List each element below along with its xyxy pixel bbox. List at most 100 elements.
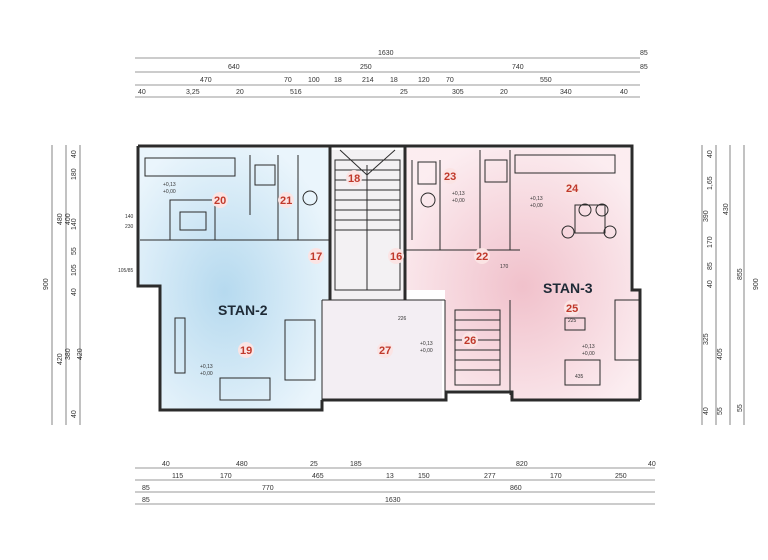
dim-top-total: 1630 [378,50,394,57]
stan-2-label: STAN-2 [218,302,268,318]
stan-2-area [138,148,330,410]
stan-2-furniture [144,157,318,401]
dim-right: 170 [707,236,714,248]
dim-top: 340 [560,89,572,96]
dim-left: 380 [65,348,72,360]
dim-right: 405 [717,348,724,360]
level-label: +0,13 [582,344,595,350]
room-21: 21 [280,195,292,207]
room-16: 16 [390,251,402,263]
level-label: +0,00 [530,203,543,209]
level-label: +0,00 [163,189,176,195]
dim-left: 420 [57,353,64,365]
dim-left: 180 [71,168,78,180]
dim-top: 470 [200,77,212,84]
dim-right: 55 [717,407,724,415]
dim-top: 70 [446,77,454,84]
dim-top: 740 [512,64,524,71]
room-22: 22 [476,251,488,263]
right-dimensions: 900 855 55 40 1,65 430 390 170 85 40 325… [701,145,760,425]
interior-small-labels: +0,13 +0,00 +0,13 +0,00 +0,13 +0,00 +0,1… [118,182,595,380]
dim-bottom: 770 [262,485,274,492]
dim-top: 18 [390,77,398,84]
dim-top: 25 [400,89,408,96]
room-18: 18 [348,173,360,185]
dim-bottom: 13 [386,473,394,480]
dim-right: 40 [707,150,714,158]
dim-label: 226 [398,316,407,322]
stan-3-label: STAN-3 [543,280,593,296]
dim-left: 40 [71,410,78,418]
level-label: +0,00 [582,351,595,357]
dim-bottom: 820 [516,461,528,468]
dim-top: 3,25 [186,89,200,96]
dim-left: 105 [71,264,78,276]
dim-left: 420 [77,348,84,360]
dim-bottom: 170 [550,473,562,480]
dim-right: 1,65 [707,176,714,190]
dim-right: 855 [737,268,744,280]
dim-right: 325 [703,333,710,345]
dim-right: 900 [753,278,760,290]
dim-right: 40 [707,280,714,288]
dim-right: 55 [737,404,744,412]
dim-bottom: 40 [648,461,656,468]
dim-top: 550 [540,77,552,84]
dim-left: 480 [57,213,64,225]
dim-bottom: 85 [142,497,150,504]
dim-bottom: 277 [484,473,496,480]
dim-bottom: 250 [615,473,627,480]
dim-bottom: 40 [162,461,170,468]
dim-left: 140 [71,218,78,230]
level-label: +0,13 [163,182,176,188]
room-27: 27 [379,345,391,357]
level-label: +0,13 [420,341,433,347]
dim-top: 305 [452,89,464,96]
dim-bottom: 465 [312,473,324,480]
left-dimensions: 900 480 420 40 180 400 140 55 105 40 380… [43,145,84,425]
dim-top: 85 [640,64,648,71]
dim-top: 516 [290,89,302,96]
level-label: +0,00 [200,371,213,377]
dim-left: 40 [71,288,78,296]
dim-bottom: 150 [418,473,430,480]
dim-right: 40 [703,407,710,415]
dim-top: 250 [360,64,372,71]
room-25: 25 [566,303,578,315]
level-label: +0,13 [530,196,543,202]
dim-bottom: 170 [220,473,232,480]
dim-label: 170 [500,264,509,270]
level-label: +0,00 [420,348,433,354]
dim-top: 120 [418,77,430,84]
dim-top: 40 [620,89,628,96]
dim-left: 40 [71,150,78,158]
dim-right: 390 [703,210,710,222]
dim-bottom: 85 [142,485,150,492]
walls [136,144,642,412]
dim-bottom: 860 [510,485,522,492]
dim-top: 85 [640,50,648,57]
dim-right: 430 [723,203,730,215]
dim-right: 85 [707,262,714,270]
dim-top: 214 [362,77,374,84]
dim-label: 435 [575,374,584,380]
level-label: +0,13 [200,364,213,370]
dim-top: 20 [500,89,508,96]
staircase [334,149,501,386]
dim-left: 55 [71,247,78,255]
dim-bottom: 480 [236,461,248,468]
level-label: +0,13 [452,191,465,197]
dim-bottom-total: 1630 [385,497,401,504]
room-19: 19 [240,345,252,357]
dim-top: 40 [138,89,146,96]
dim-bottom: 185 [350,461,362,468]
dim-label: 225 [568,318,577,324]
dim-top: 100 [308,77,320,84]
top-dimensions: 1630 85 640 250 740 85 470 70 100 18 214… [135,50,648,98]
bottom-dimensions: 40 480 25 185 820 40 115 170 465 13 150 … [135,461,656,505]
dim-label: 230 [125,224,134,230]
room-20: 20 [214,195,226,207]
dim-left: 400 [65,213,72,225]
dim-top: 20 [236,89,244,96]
